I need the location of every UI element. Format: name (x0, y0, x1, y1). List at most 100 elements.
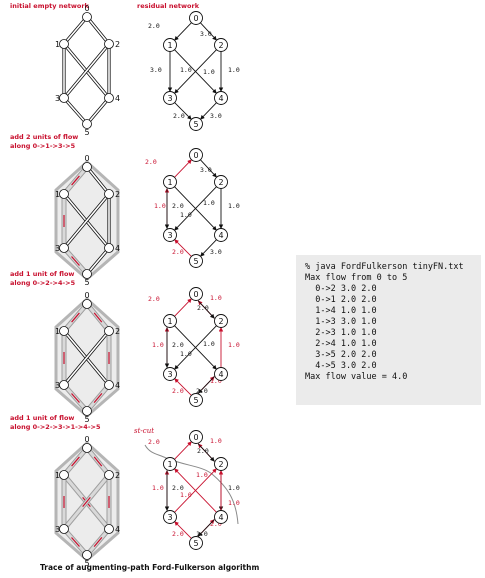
flow-vertex-label-5: 5 (85, 278, 90, 287)
flow-vertex-label-3: 3 (55, 525, 60, 534)
residual-edge-label: 3.0 (150, 66, 162, 74)
residual-edge-1-0 (174, 441, 192, 460)
residual-vertex-3 (163, 510, 177, 524)
residual-edge-label: 3.0 (200, 30, 212, 38)
residual-edge-label: 1.0 (180, 491, 192, 499)
residual-edge-5-3 (174, 521, 192, 539)
flow-mark-3-5 (71, 393, 80, 403)
residual-edge-3-2 (174, 468, 217, 513)
label-augment-1-line1: add 2 units of flow (10, 133, 78, 141)
flow-pipe-inner-2-3 (63, 43, 110, 99)
flow-mark-4-5 (93, 393, 103, 403)
residual-vertex-1 (163, 314, 177, 328)
residual-vertex-3 (163, 91, 177, 105)
flow-vertex-label-5: 5 (85, 559, 90, 568)
flow-vertex-2 (104, 326, 114, 336)
flow-vertex-5 (82, 269, 92, 279)
residual-vertex-3 (163, 367, 177, 381)
flow-mark-0-1 (71, 312, 80, 323)
residual-vertex-4 (214, 91, 228, 105)
residual-edge-2-3 (174, 186, 217, 231)
residual-edge-0-1 (174, 22, 192, 41)
residual-vertex-label-0: 0 (194, 14, 199, 23)
flow-pipe-inner-0-2 (86, 166, 110, 195)
residual-edge-label: 2.0 (172, 530, 184, 538)
flow-vertex-2 (104, 189, 114, 199)
residual-vertex-label-4: 4 (219, 231, 224, 240)
flow-vertex-0 (82, 299, 92, 309)
label-augment-2-line1: add 1 unit of flow (10, 270, 74, 278)
label-augment-3-line1: add 1 unit of flow (10, 414, 74, 422)
console-line: 2->4 1.0 1.0 (305, 339, 377, 349)
flow-pipe-inner-2-3 (63, 193, 110, 249)
console-line: 2->3 1.0 1.0 (305, 328, 377, 338)
residual-edge-label: 2.0 (197, 447, 209, 455)
flow-pipe-inner-4-5 (86, 97, 110, 125)
console-line: Max flow from 0 to 5 (305, 273, 408, 283)
residual-vertex-5 (189, 117, 203, 131)
flow-pipe-inner-4-5 (86, 247, 110, 275)
flow-mark-4-5 (93, 537, 103, 547)
residual-edge-0-2 (200, 159, 217, 178)
flow-mark-3-5 (71, 537, 80, 547)
residual-edge-label: 1.0 (203, 68, 215, 76)
residual-vertex-label-5: 5 (194, 396, 199, 405)
flow-vertex-label-1: 1 (55, 327, 60, 336)
flow-vertex-5 (82, 406, 92, 416)
residual-edge-label: 1.0 (154, 202, 166, 210)
residual-vertex-label-4: 4 (219, 94, 224, 103)
flow-vertex-5 (82, 550, 92, 560)
flow-vertex-label-4: 4 (115, 94, 120, 103)
flow-vertex-label-5: 5 (85, 128, 90, 137)
flow-vertex-4 (104, 380, 114, 390)
flow-pipe-inner-2-3 (63, 330, 110, 386)
residual-vertex-5 (189, 536, 203, 550)
residual-edge-label: 1.0 (228, 499, 240, 507)
flow-vertex-4 (104, 93, 114, 103)
flow-mark-0-1 (71, 175, 80, 186)
residual-vertex-2 (214, 314, 228, 328)
residual-vertex-label-5: 5 (194, 120, 199, 129)
residual-edge-label: 1.0 (210, 294, 222, 302)
flow-vertex-0 (82, 162, 92, 172)
residual-edge-label: 1.0 (228, 66, 240, 74)
residual-edge-label: 1.0 (210, 437, 222, 445)
residual-edge-label: 1.0 (228, 484, 240, 492)
residual-edge-label: 1.0 (196, 530, 208, 538)
residual-vertex-label-4: 4 (219, 370, 224, 379)
flow-mark-0-2 (93, 456, 103, 467)
residual-edge-4-5 (200, 102, 217, 120)
flow-vertex-1 (59, 39, 69, 49)
residual-vertex-label-5: 5 (194, 539, 199, 548)
residual-vertex-0 (189, 430, 203, 444)
residual-edge-4-5 (198, 376, 215, 394)
residual-edge-label: 2.0 (197, 304, 209, 312)
flow-vertex-1 (59, 326, 69, 336)
residual-edge-label: 2.0 (145, 158, 157, 166)
console-line: 0->2 3.0 2.0 (305, 284, 377, 294)
flow-vertex-0 (82, 12, 92, 22)
residual-vertex-label-3: 3 (168, 370, 173, 379)
flow-mark-0-1 (71, 456, 80, 467)
residual-edge-label: 3.0 (210, 112, 222, 120)
console-line: 3->5 2.0 2.0 (305, 350, 377, 360)
residual-vertex-label-3: 3 (168, 231, 173, 240)
residual-edge-0-2 (197, 443, 215, 462)
st-cut-curve (144, 444, 239, 525)
flow-vertex-label-0: 0 (85, 291, 90, 300)
residual-edge-5-3 (174, 378, 192, 396)
flow-vertex-label-3: 3 (55, 244, 60, 253)
flow-vertex-label-0: 0 (85, 154, 90, 163)
residual-edge-1-0 (174, 159, 192, 178)
residual-vertex-label-0: 0 (194, 433, 199, 442)
residual-vertex-0 (189, 287, 203, 301)
flow-vertex-3 (59, 380, 69, 390)
flow-pipe-inner-3-5 (63, 97, 88, 125)
flow-vertex-3 (59, 524, 69, 534)
